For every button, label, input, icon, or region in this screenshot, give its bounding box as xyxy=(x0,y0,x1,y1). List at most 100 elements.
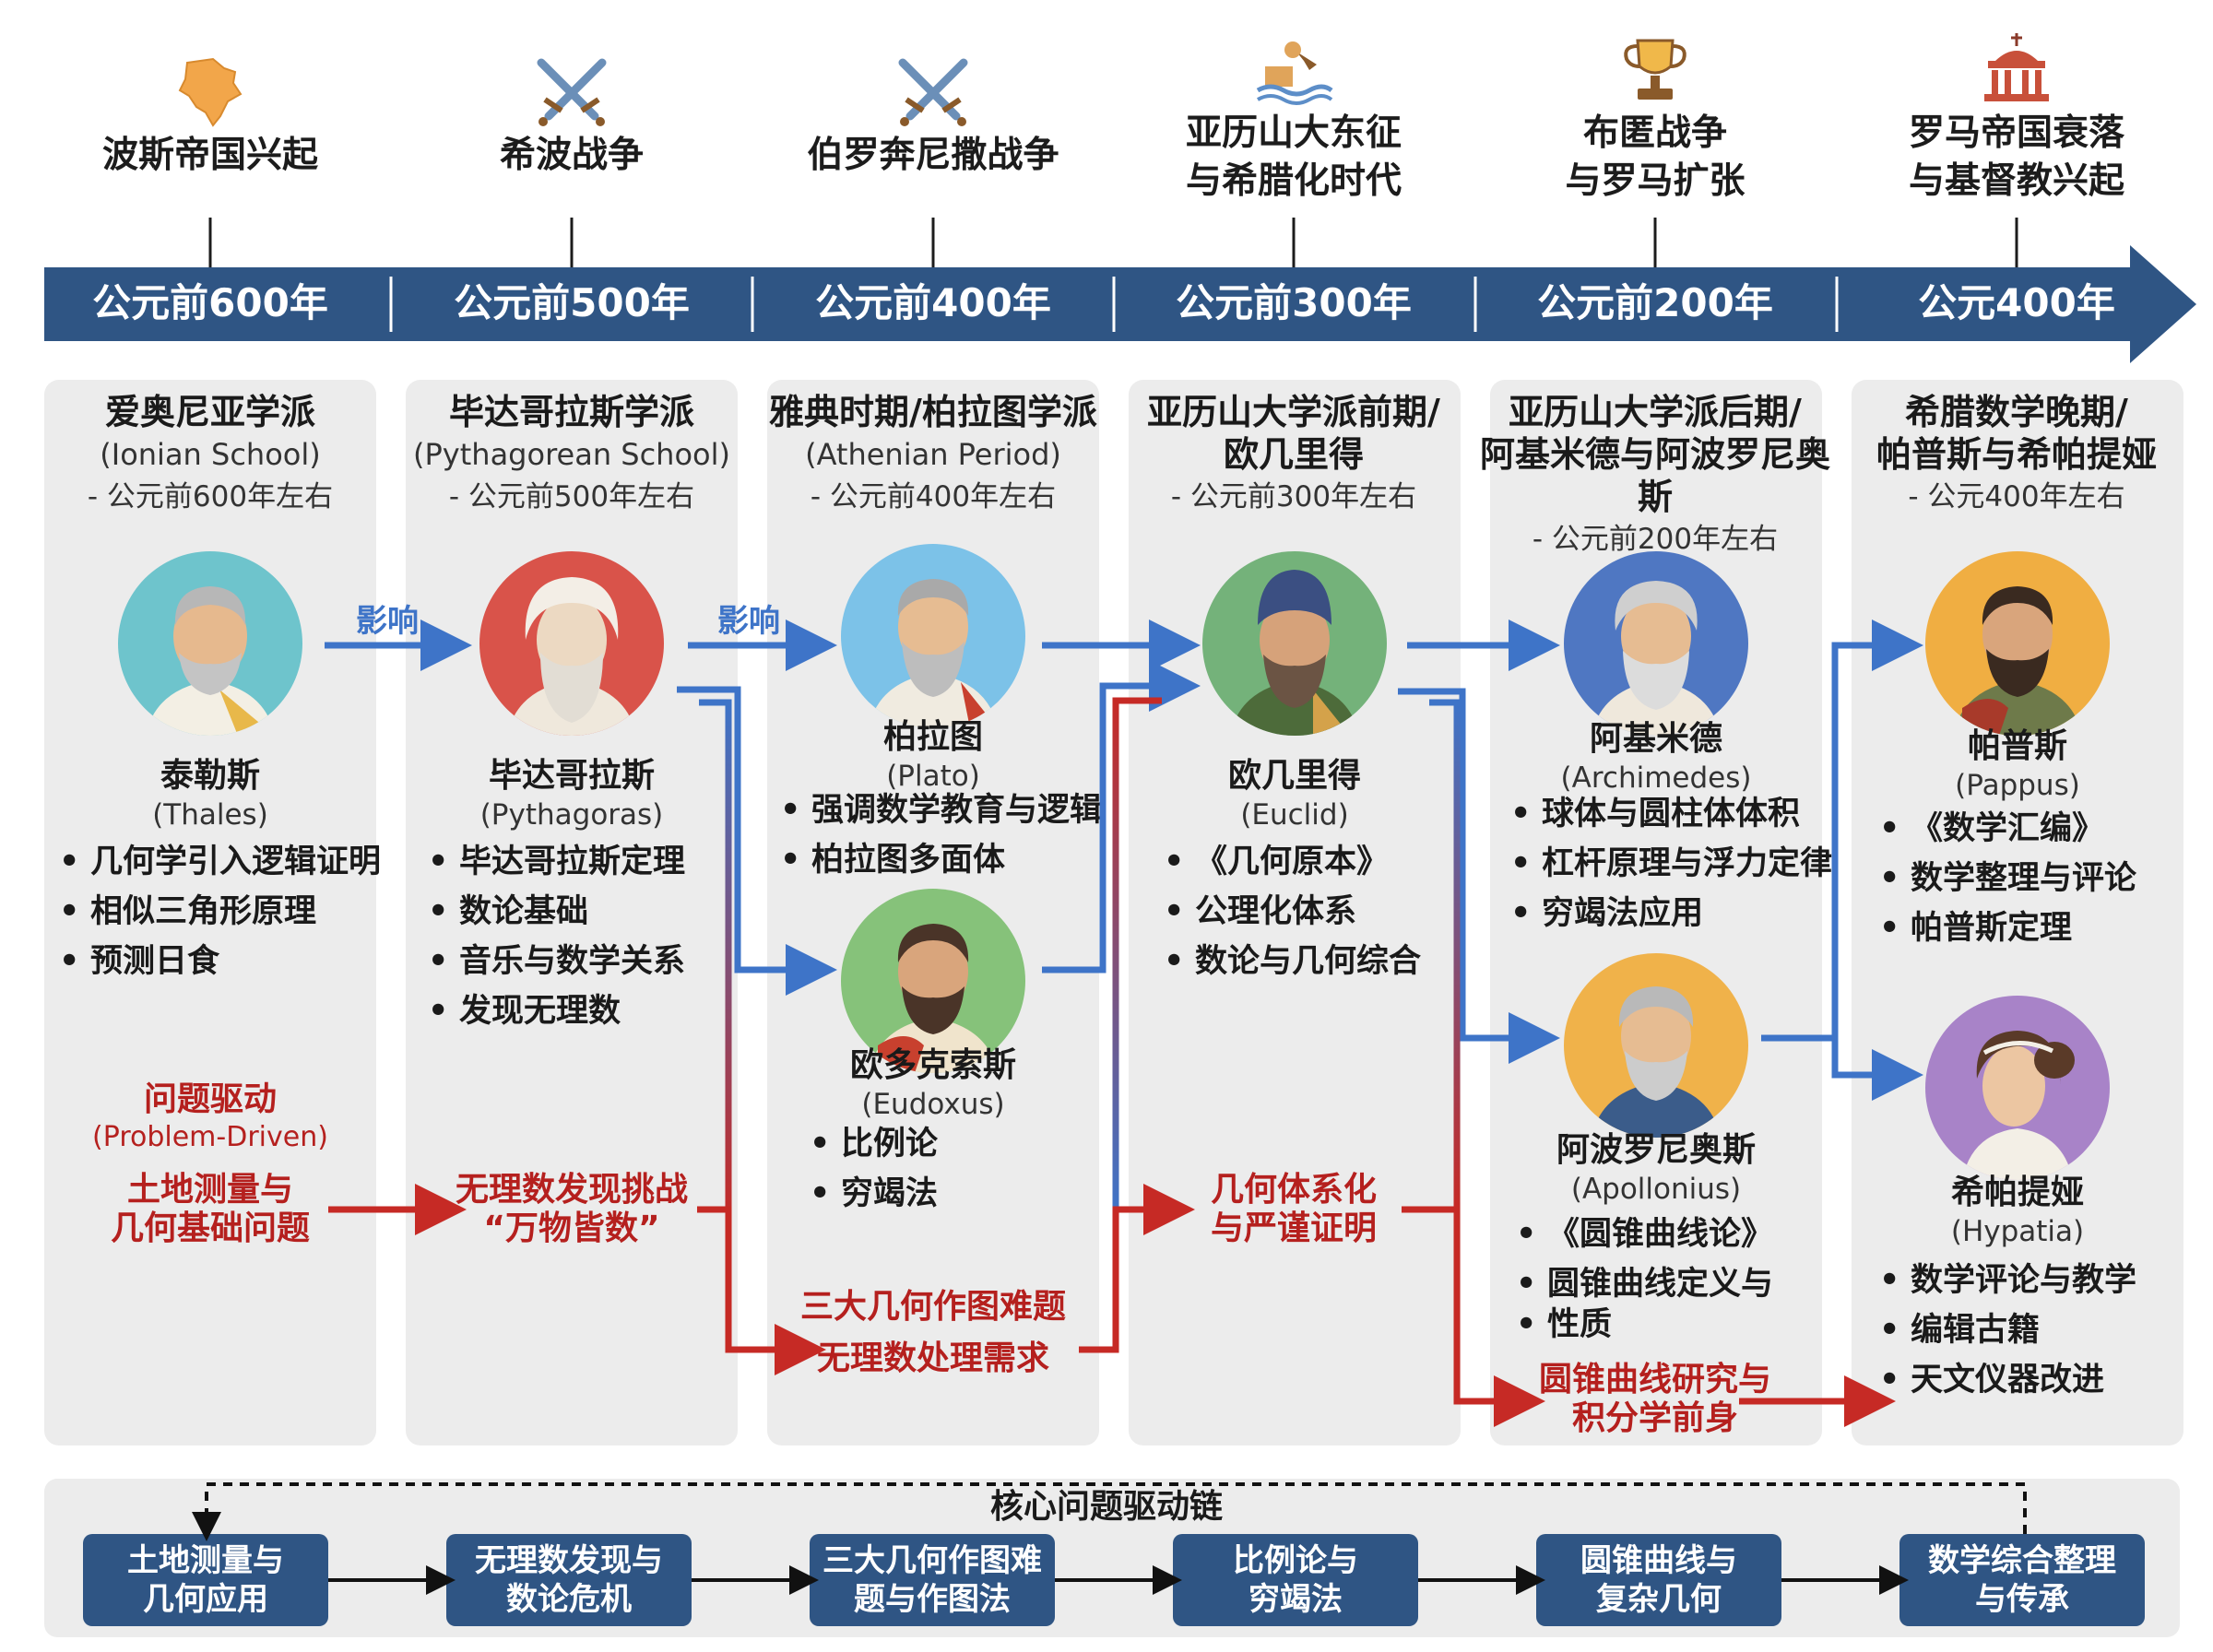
list-item: 毕达哥拉斯定理 xyxy=(422,837,685,887)
event-title: 与罗马扩张 xyxy=(1565,160,1746,202)
list-item: 数论与几何综合 xyxy=(1158,937,1421,986)
chain-line: 数学综合整理 xyxy=(1928,1542,2116,1579)
problem-driven-title: 问题驱动 xyxy=(143,1080,277,1118)
person-name-zh: 阿基米德 xyxy=(1589,720,1722,758)
person-name-en: (Euclid) xyxy=(1240,798,1349,832)
problem-line: 无理数处理需求 xyxy=(816,1339,1049,1377)
column-header-ionian: 爱奥尼亚学派 (Ionian School) - 公元前600年左右 xyxy=(30,391,390,518)
eudoxus-achievements: 比例论 穷竭法 xyxy=(804,1119,938,1219)
column-header-athenian: 雅典时期/柏拉图学派 (Athenian Period) - 公元前400年左右 xyxy=(753,391,1113,518)
chain-line: 数论危机 xyxy=(506,1581,632,1618)
event-title: 希波战争 xyxy=(499,135,644,176)
problem-driven-english: (Problem-Driven) xyxy=(92,1121,328,1153)
list-item: 音乐与数学关系 xyxy=(422,937,685,986)
list-item: 柏拉图多面体 xyxy=(775,835,1102,885)
person-name-zh: 欧几里得 xyxy=(1227,757,1361,795)
school-date: - 公元前200年左右 xyxy=(1532,523,1779,556)
school-date: - 公元前500年左右 xyxy=(448,480,695,513)
school-english: (Ionian School) xyxy=(100,437,321,472)
event-title: 与基督教兴起 xyxy=(1908,160,2124,202)
problem-line: 几何基础问题 xyxy=(110,1210,310,1247)
event-title-line1: 亚历山大东征 xyxy=(1185,112,1402,154)
apollonius-achievements: 《圆锥曲线论》 圆锥曲线定义与 性质 xyxy=(1510,1210,1773,1350)
chain-line: 题与作图法 xyxy=(854,1581,1011,1618)
list-item: 圆锥曲线定义与 xyxy=(1510,1259,1773,1309)
person-name-eudoxus: 欧多克索斯 (Eudoxus) xyxy=(740,1045,1127,1123)
trophy-icon xyxy=(1624,39,1686,100)
chain-step-4: 比例论与 穷竭法 xyxy=(1173,1534,1418,1626)
school-title: 希腊数学晚期/ xyxy=(1905,392,2128,432)
list-item: 《圆锥曲线论》 xyxy=(1510,1210,1773,1259)
event-title: 波斯帝国兴起 xyxy=(101,135,318,176)
list-item: 帕普斯定理 xyxy=(1874,903,2136,953)
school-title-line2: 帕普斯与希帕提娅 xyxy=(1876,434,2157,475)
thales-achievements: 几何学引入逻辑证明 相似三角形原理 预测日食 xyxy=(53,837,381,986)
ship-battle-icon xyxy=(1256,41,1333,105)
school-title-line2: 欧几里得 xyxy=(1223,434,1364,475)
pappus-portrait xyxy=(1925,551,2110,736)
hypatia-achievements: 数学评论与教学 编辑古籍 天文仪器改进 xyxy=(1874,1256,2136,1405)
list-item: 天文仪器改进 xyxy=(1874,1355,2136,1405)
event-title: 与希腊化时代 xyxy=(1185,160,1402,202)
problem-driven-heading: 问题驱动 (Problem-Driven) xyxy=(30,1080,390,1156)
problem-line: 与严谨证明 xyxy=(1210,1210,1377,1247)
list-item: 强调数学教育与逻辑 xyxy=(775,785,1102,835)
chain-line: 复杂几何 xyxy=(1596,1581,1722,1618)
apollonius-portrait xyxy=(1564,953,1748,1138)
problem-4: 几何体系化 与严谨证明 xyxy=(1114,1171,1473,1248)
chain-step-2: 无理数发现与 数论危机 xyxy=(446,1534,692,1626)
person-name-en: (Apollonius) xyxy=(1570,1173,1742,1206)
problem-line: 三大几何作图难题 xyxy=(799,1288,1066,1326)
person-name-en: (Pappus) xyxy=(1955,769,2080,802)
core-chain-title: 核心问题驱动链 xyxy=(989,1488,1223,1526)
problem-line: 土地测量与 xyxy=(126,1171,293,1209)
person-name-en: (Pythagoras) xyxy=(479,798,664,832)
chain-line: 比例论与 xyxy=(1233,1542,1358,1579)
person-name-archimedes: 阿基米德 (Archimedes) xyxy=(1462,719,1850,796)
event-persia: 波斯帝国兴起 xyxy=(30,55,390,177)
list-item: 数论基础 xyxy=(422,887,685,937)
school-date: - 公元前600年左右 xyxy=(87,480,334,513)
chain-line: 与传承 xyxy=(1975,1581,2069,1618)
person-name-en: (Hypatia) xyxy=(1950,1215,2085,1248)
school-title: 亚历山大学派后期/ xyxy=(1509,392,1802,432)
archimedes-portrait xyxy=(1564,551,1748,736)
problem-line: 积分学前身 xyxy=(1571,1399,1738,1437)
school-english: (Pythagorean School) xyxy=(413,437,730,472)
hypatia-portrait xyxy=(1925,996,2110,1180)
column-header-alexandria-early: 亚历山大学派前期/ 欧几里得 - 公元前300年左右 xyxy=(1114,391,1473,518)
school-title: 雅典时期/柏拉图学派 xyxy=(769,392,1097,432)
person-name-thales: 泰勒斯 (Thales) xyxy=(17,756,404,833)
school-date: - 公元400年左右 xyxy=(1908,480,2125,513)
temple-icon xyxy=(1984,33,2049,101)
persia-map-icon xyxy=(178,57,243,127)
list-item: 比例论 xyxy=(804,1119,938,1169)
person-name-zh: 泰勒斯 xyxy=(160,757,260,795)
year-label: 公元前400年 xyxy=(815,280,1051,325)
year-label: 公元前300年 xyxy=(1176,280,1412,325)
list-item: 相似三角形原理 xyxy=(53,887,381,937)
archimedes-achievements: 球体与圆柱体体积 杠杆原理与浮力定律 穷竭法应用 xyxy=(1505,789,1832,938)
list-item: 数学整理与评论 xyxy=(1874,854,2136,903)
influence-label: 影响 xyxy=(356,603,419,640)
problem-line: 几何体系化 xyxy=(1210,1171,1377,1209)
person-name-pythagoras: 毕达哥拉斯 (Pythagoras) xyxy=(378,756,765,833)
euclid-achievements: 《几何原本》 公理化体系 数论与几何综合 xyxy=(1158,837,1421,986)
chain-line: 三大几何作图难 xyxy=(822,1542,1042,1579)
person-name-en: (Eudoxus) xyxy=(861,1088,1005,1121)
chain-line: 土地测量与 xyxy=(127,1542,284,1579)
person-name-en: (Thales) xyxy=(152,798,268,832)
event-greco-persian-wars: 希波战争 xyxy=(392,55,751,177)
person-name-zh: 希帕提娅 xyxy=(1950,1174,2084,1211)
chain-step-3: 三大几何作图难 题与作图法 xyxy=(810,1534,1055,1626)
column-header-pythagorean: 毕达哥拉斯学派 (Pythagorean School) - 公元前500年左右 xyxy=(392,391,751,518)
chain-line: 几何应用 xyxy=(143,1581,268,1618)
person-name-pappus: 帕普斯 (Pappus) xyxy=(1824,726,2211,804)
person-name-zh: 阿波罗尼奥斯 xyxy=(1556,1131,1756,1169)
person-name-zh: 欧多克索斯 xyxy=(849,1046,1016,1084)
crossed-swords-icon xyxy=(537,58,607,126)
list-item: 穷竭法应用 xyxy=(1505,889,1832,938)
list-item-continuation: 性质 xyxy=(1510,1300,1773,1350)
eudoxus-portrait xyxy=(841,889,1025,1073)
event-alexander: 亚历山大东征 与希腊化时代 xyxy=(1114,33,1473,203)
